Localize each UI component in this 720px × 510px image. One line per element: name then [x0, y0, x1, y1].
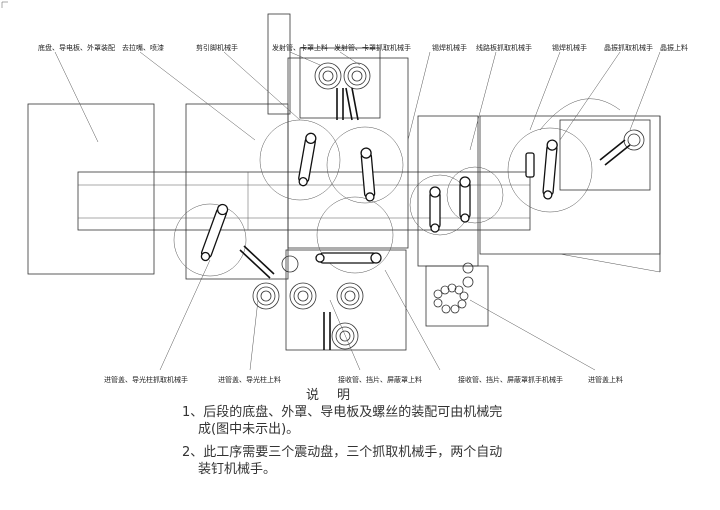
- label-screw-weld-robot: 锡焊机械手: [432, 43, 467, 52]
- label-emit-tube-feed: 发射管、卡罩上料: [272, 43, 328, 52]
- swing-arcs: [173, 98, 621, 277]
- label-crystal-pick-robot: 晶振抓取机械手: [604, 43, 653, 52]
- label-receiver-shield-robot: 接收管、挡片、屏蔽罩抓手机械手: [458, 375, 563, 384]
- note-line-1: 1、后段的底盘、外罩、导电板及螺丝的装配可由机械完: [182, 405, 503, 420]
- crystal-feeder-box: [559, 119, 651, 191]
- leader-lines: [54, 51, 661, 371]
- label-solder-robot: 锡焊机械手: [552, 43, 587, 52]
- note-line-3: 2、此工序需要三个震动盘，三个抓取机械手，两个自动: [182, 445, 503, 460]
- label-feed-pipe-robot: 进管盖、导光柱抓取机械手: [104, 375, 188, 384]
- robot-arms: [200, 132, 558, 264]
- note-line-2: 成(图中未示出)。: [198, 422, 300, 437]
- emit-tube-feed-column: [267, 13, 409, 249]
- label-emit-tube-pick-robot: 发射管、卡罩抓取机械手: [334, 43, 411, 52]
- label-base-assembly: 底盘、导电板、外罩装配: [38, 43, 115, 52]
- label-cut-pin-robot: 剪引脚机械手: [196, 43, 238, 52]
- label-feed-pipe-feed: 进管盖、导光柱上料: [218, 375, 281, 384]
- note-line-4: 装钉机械手。: [198, 462, 277, 477]
- label-remove-spray: 去拉嘴、喷漆: [122, 43, 164, 52]
- label-crystal-feed: 晶振上料: [660, 43, 688, 52]
- notes-title: 说明: [306, 388, 369, 403]
- receiver-feed-block: [285, 249, 407, 351]
- feeder-chutes: [239, 87, 631, 350]
- label-feed-cover-feed: 进管盖上料: [588, 375, 623, 384]
- label-receiver-shield-feed: 接收管、挡片、屏蔽罩上料: [338, 375, 422, 384]
- label-circuit-board-robot: 线路板抓取机械手: [476, 43, 532, 52]
- feeder-line: [559, 253, 661, 273]
- corner-mark: [1, 1, 8, 8]
- base-assembly-station: [27, 103, 155, 275]
- vibration-bowl-block: [425, 265, 489, 327]
- vibration-bowl-dots: [433, 262, 474, 314]
